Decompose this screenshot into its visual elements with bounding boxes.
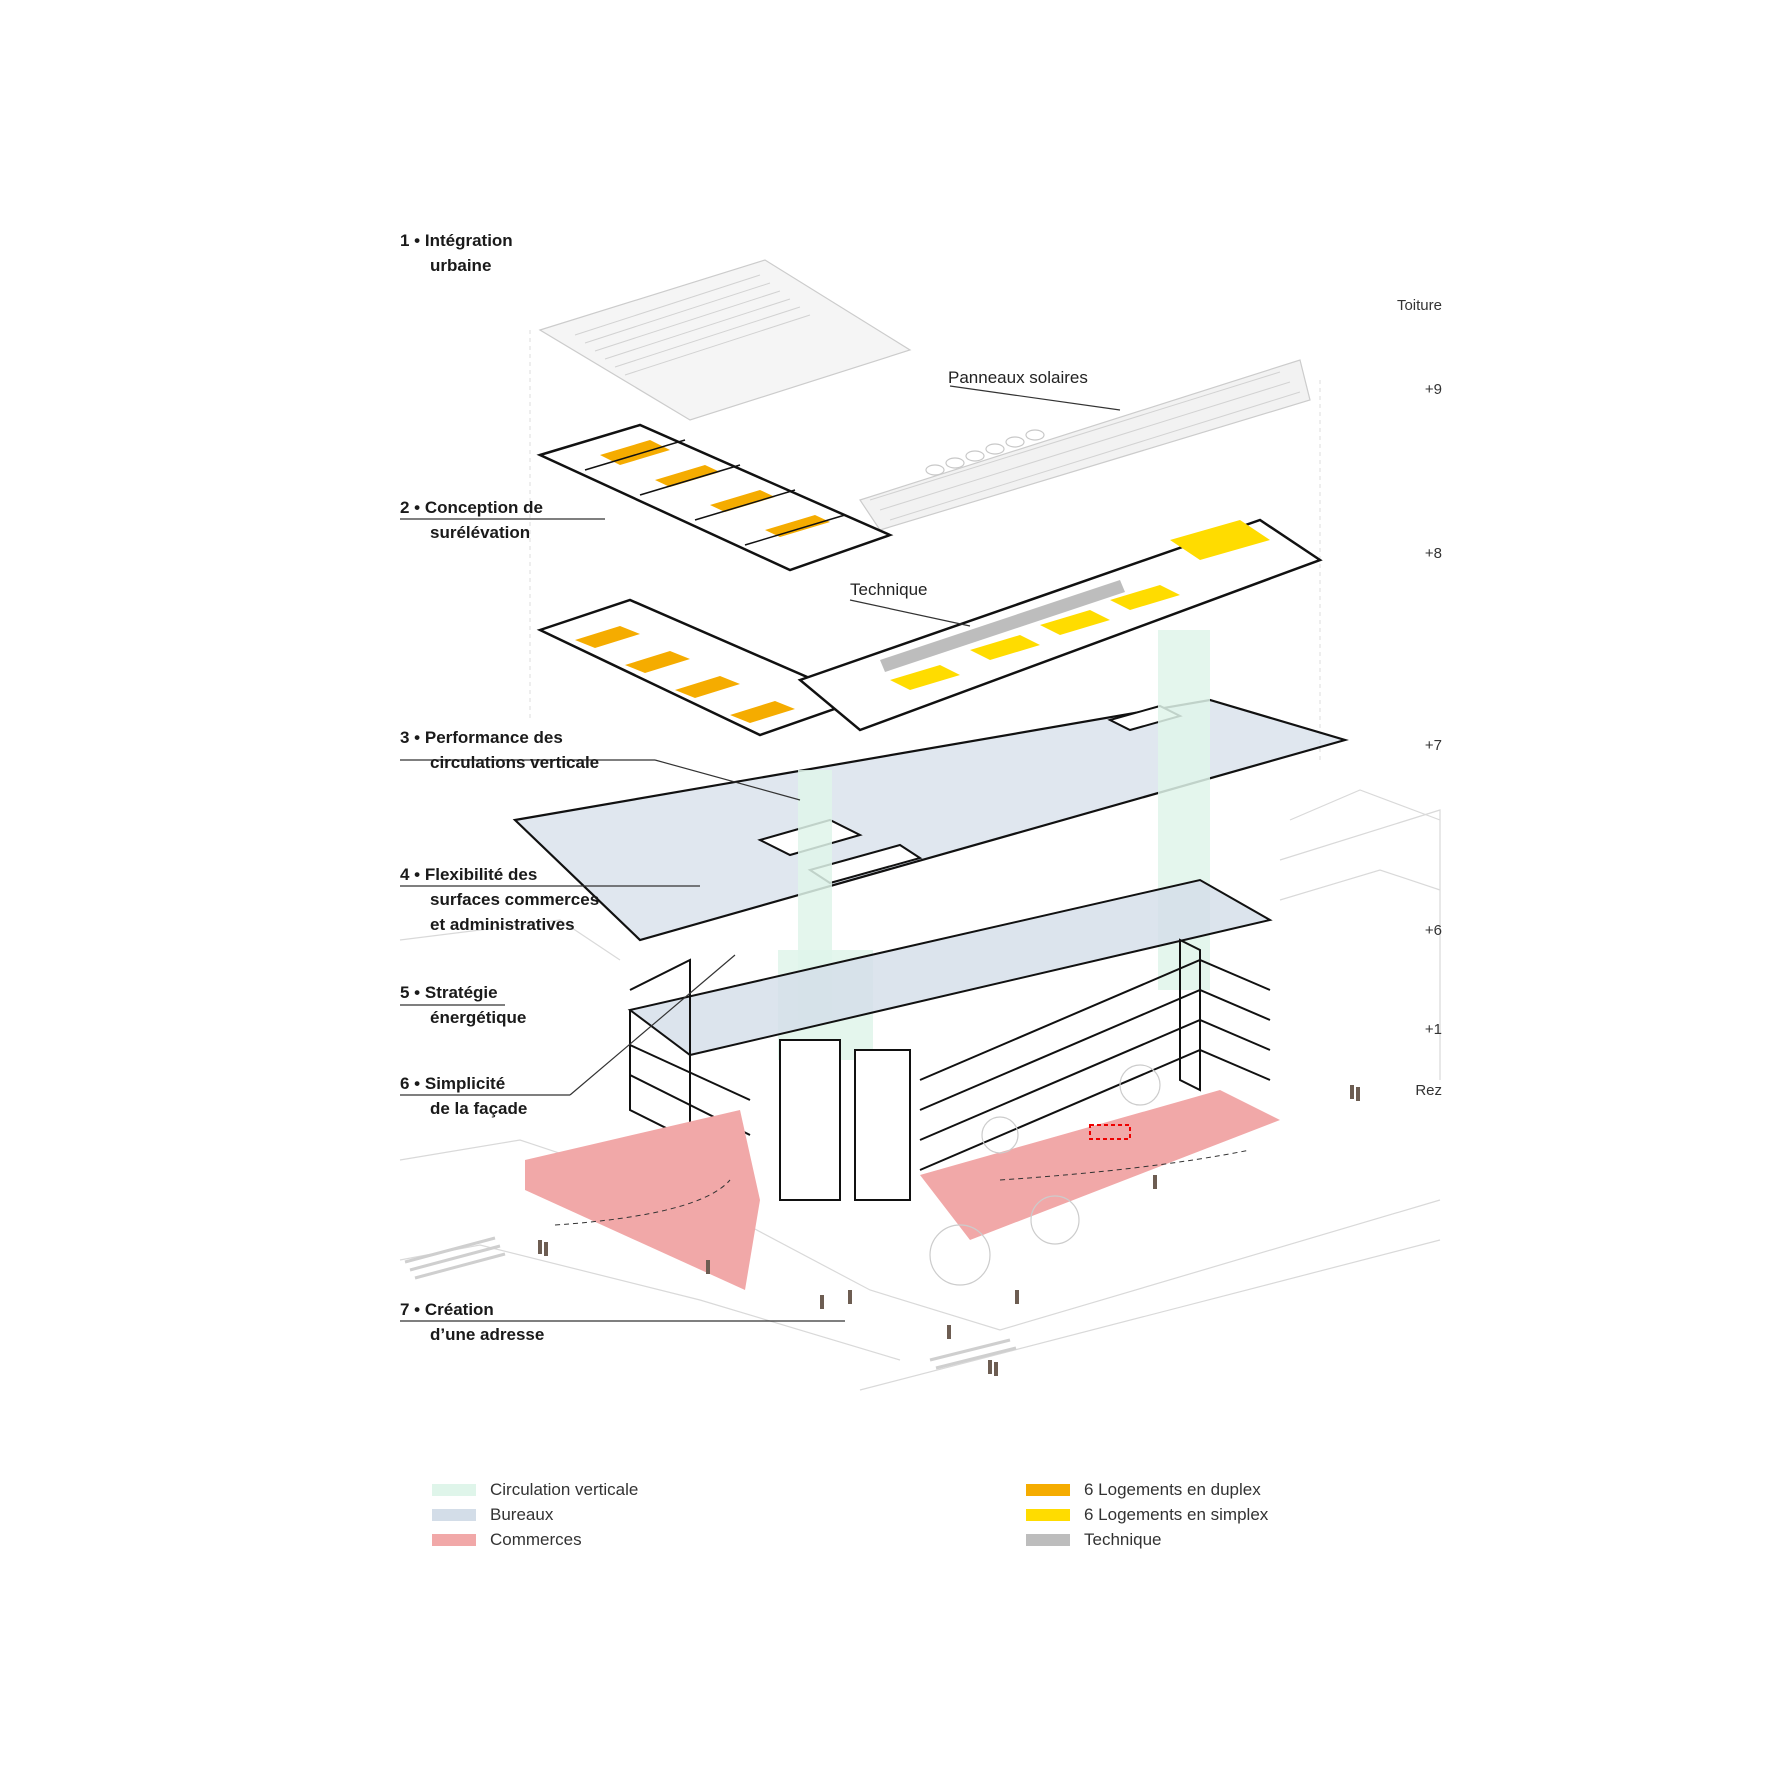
level-roof: Toiture xyxy=(1396,297,1442,314)
callout-3-subtitle: circulations verticale xyxy=(430,753,600,772)
legend-technique: Technique xyxy=(1026,1528,1162,1552)
callout-2-subtitle: surélévation xyxy=(430,523,531,542)
legend-label: Circulation verticale xyxy=(490,1480,639,1499)
legend-swatch xyxy=(432,1509,476,1521)
callout-1: 1 • Intégration urbaine xyxy=(400,228,513,278)
solar-panels-icon xyxy=(574,274,1301,521)
callout-4-subtitle-2: et administratives xyxy=(430,915,575,934)
callout-5: 5 • Stratégie énergétique xyxy=(400,980,526,1030)
callout-2: 2 • Conception de surélévation xyxy=(400,495,543,545)
callout-7-subtitle: d’une adresse xyxy=(430,1325,545,1344)
level-ground: Rez xyxy=(1415,1082,1442,1099)
legend-swatch xyxy=(432,1534,476,1546)
office-block xyxy=(627,878,1273,1201)
legend-bureaux: Bureaux xyxy=(432,1503,553,1527)
legend-label: Commerces xyxy=(490,1530,582,1549)
legend-circulation: Circulation verticale xyxy=(432,1478,638,1502)
crosswalk xyxy=(404,1236,1017,1370)
legend-label: 6 Logements en duplex xyxy=(1084,1480,1261,1499)
level-6: +6 xyxy=(1424,922,1442,939)
level-7: +7 xyxy=(1424,737,1442,754)
level-8-plate xyxy=(536,518,1323,737)
level-9: +9 xyxy=(1424,381,1442,398)
callout-3: 3 • Performance des circulations vertica… xyxy=(400,725,599,775)
callout-2-title: 2 • Conception de xyxy=(400,498,543,517)
legend-duplex: 6 Logements en duplex xyxy=(1026,1478,1261,1502)
legend-swatch xyxy=(1026,1509,1070,1521)
level-9-plate xyxy=(536,423,894,572)
legend-swatch xyxy=(432,1484,476,1496)
legend-commerces: Commerces xyxy=(432,1528,582,1552)
callout-5-title: 5 • Stratégie xyxy=(400,983,498,1002)
trees xyxy=(929,1064,1161,1286)
roof-volume xyxy=(529,259,1321,760)
legend-swatch xyxy=(1026,1484,1070,1496)
callout-1-subtitle: urbaine xyxy=(430,256,492,275)
callout-1-title: 1 • Intégration xyxy=(400,231,513,250)
people-icon xyxy=(538,1085,1360,1376)
technique-label: Technique xyxy=(850,580,928,599)
callout-7-title: 7 • Création xyxy=(400,1300,494,1319)
legend-swatch xyxy=(1026,1534,1070,1546)
solar-panels-label: Panneaux solaires xyxy=(948,368,1088,387)
legend-simplex: 6 Logements en simplex xyxy=(1026,1503,1268,1527)
callout-7: 7 • Création d’une adresse xyxy=(400,1297,544,1347)
callout-4-title: 4 • Flexibilité des xyxy=(400,865,538,884)
callout-3-title: 3 • Performance des xyxy=(400,728,563,747)
callout-6-title: 6 • Simplicité xyxy=(400,1074,506,1093)
legend-label: Technique xyxy=(1084,1530,1162,1549)
callout-4: 4 • Flexibilité des surfaces commerces e… xyxy=(400,862,599,937)
callout-6: 6 • Simplicité de la façade xyxy=(400,1071,527,1121)
retail-ground-floor xyxy=(525,1090,1280,1290)
level-1: +1 xyxy=(1424,1021,1442,1038)
legend-label: Bureaux xyxy=(490,1505,554,1524)
callout-5-subtitle: énergétique xyxy=(430,1008,527,1027)
leader-lines xyxy=(400,385,1121,1322)
level-8: +8 xyxy=(1424,545,1442,562)
callout-6-subtitle: de la façade xyxy=(430,1099,528,1118)
legend-label: 6 Logements en simplex xyxy=(1084,1505,1269,1524)
roof-skylights xyxy=(925,429,1045,476)
callout-4-subtitle: surfaces commerces xyxy=(430,890,600,909)
